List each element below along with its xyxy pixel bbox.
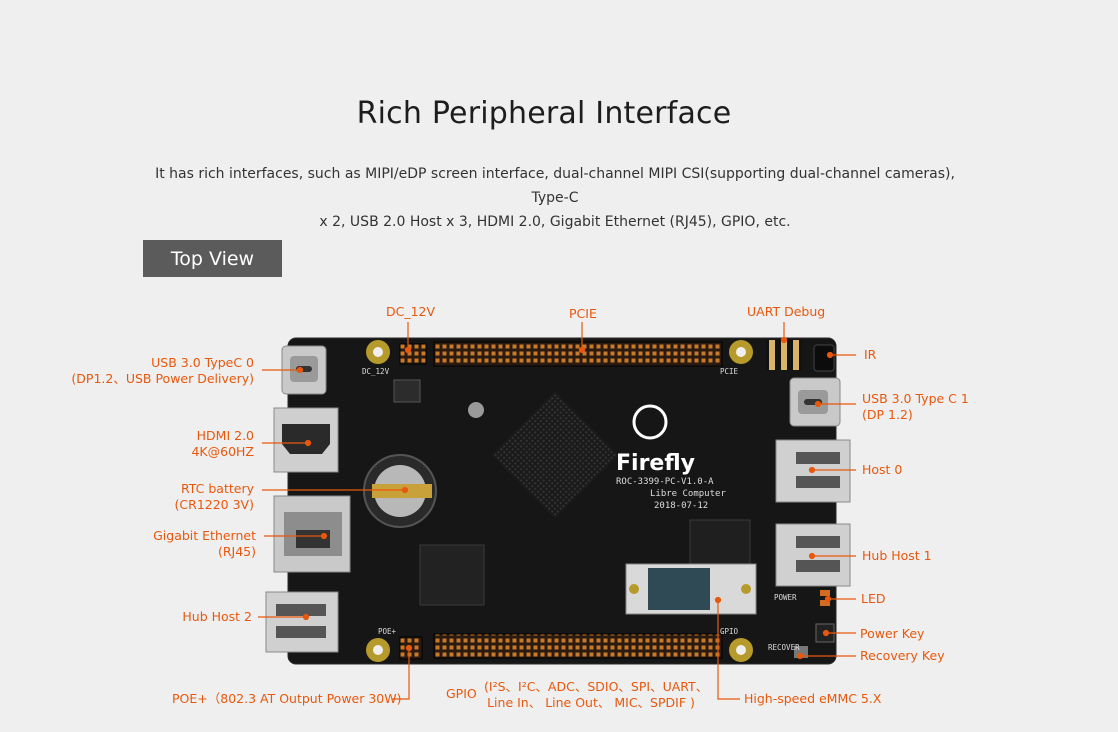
hubhost2-label: Hub Host 2 [182, 609, 252, 624]
rtc-battery [363, 454, 437, 528]
hdmi-label-line2: 4K@60HZ [191, 444, 254, 459]
board-logo-text: Firefly [616, 451, 695, 476]
description-line-1: It has rich interfaces, such as MIPI/eDP… [155, 166, 955, 206]
silk-recover: RECOVER [768, 643, 800, 652]
rtc-label: RTC battery (CR1220 3V) [175, 481, 254, 513]
power-key-label: Power Key [860, 626, 925, 641]
usbc0-label-line2: (DP1.2、USB Power Delivery) [71, 371, 254, 386]
silk-gpio: GPIO [720, 627, 739, 636]
mounting-holes [366, 340, 753, 662]
silk-dc: DC_12V [362, 367, 390, 376]
ethernet-label: Gigabit Ethernet (RJ45) [153, 528, 256, 560]
gpio-detail-label: (I²S、I²C、ADC、SDIO、SPI、UART、 Line In、 Lin… [484, 679, 709, 711]
silk-power: POWER [774, 593, 797, 602]
gpio-detail-line1: (I²S、I²C、ADC、SDIO、SPI、UART、 [484, 679, 709, 694]
led-indicators [820, 590, 830, 606]
emmc-module [625, 563, 757, 615]
hdmi-label: HDMI 2.0 4K@60HZ [191, 428, 254, 460]
silk-pcie: PCIE [720, 367, 739, 376]
ir-receiver [813, 344, 835, 372]
inductor [393, 379, 421, 403]
gpio-header [433, 633, 723, 659]
uart-label: UART Debug [747, 304, 826, 319]
usbc1-label: USB 3.0 Type C 1 (DP 1.2) [862, 391, 969, 423]
usbc0-label: USB 3.0 TypeC 0 (DP1.2、USB Power Deliver… [71, 355, 254, 387]
description-line-2: x 2, USB 2.0 Host x 3, HDMI 2.0, Gigabit… [319, 214, 791, 230]
page-description: It has rich interfaces, such as MIPI/eDP… [150, 162, 960, 234]
pcie-label: PCIE [569, 306, 597, 321]
uart-header [766, 340, 802, 370]
hub-host2-port [265, 591, 339, 653]
page-title: Rich Peripheral Interface [356, 96, 732, 131]
pcie-header [433, 341, 723, 367]
gpio-detail-line2: Line In、 Line Out、 MIC、SPDIF ) [487, 695, 695, 710]
board-partner-text: Libre Computer [650, 489, 726, 499]
usbc1-label-line1: USB 3.0 Type C 1 [862, 391, 969, 406]
host0-label: Host 0 [862, 462, 903, 477]
firefly-logo: Firefly ROC-3399-PC-V1.0-A Libre Compute… [616, 404, 726, 511]
ir-label: IR [864, 347, 877, 362]
board-model-text: ROC-3399-PC-V1.0-A [616, 477, 714, 487]
gpio-label: GPIO [446, 686, 477, 701]
hdmi-port [273, 407, 339, 473]
silk-poe: POE+ [378, 627, 397, 636]
rtc-label-line2: (CR1220 3V) [174, 497, 254, 512]
pmic-chip [689, 519, 751, 565]
ethernet-label-line2: (RJ45) [217, 544, 256, 559]
hubhost1-label: Hub Host 1 [862, 548, 932, 563]
usbc1-label-line2: (DP 1.2) [862, 407, 913, 422]
capacitor [468, 402, 484, 418]
rtc-label-line1: RTC battery [180, 481, 254, 496]
recovery-key-label: Recovery Key [860, 648, 945, 663]
ram-chip [419, 544, 485, 606]
board-date-text: 2018-07-12 [654, 501, 708, 511]
ethernet-port [273, 495, 351, 573]
ethernet-label-line1: Gigabit Ethernet [153, 528, 256, 543]
poe-label: POE+（802.3 AT Output Power 30W) [172, 691, 402, 706]
dc12v-label: DC_12V [386, 304, 436, 319]
soc-area [491, 391, 619, 519]
usbc0-label-line1: USB 3.0 TypeC 0 [151, 355, 254, 370]
dc-header [399, 343, 427, 365]
usbc0-port [281, 345, 327, 395]
hdmi-label-line1: HDMI 2.0 [196, 428, 254, 443]
usbc1-port [789, 377, 841, 427]
top-view-tab[interactable]: Top View [143, 240, 282, 277]
led-label: LED [861, 591, 886, 606]
emmc-label: High-speed eMMC 5.X [744, 691, 882, 706]
host0-port [775, 439, 851, 503]
